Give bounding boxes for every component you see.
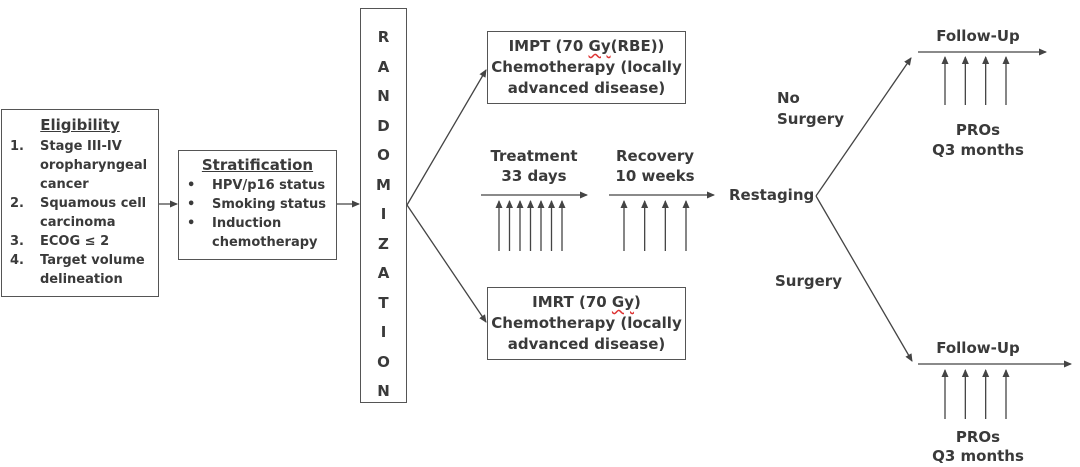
randomization-letter: T <box>378 293 389 312</box>
criterion-text: carcinoma <box>40 215 116 230</box>
factor-text: Induction <box>212 216 282 231</box>
criterion-number <box>10 270 40 289</box>
stratification-factor: chemotherapy <box>187 233 326 252</box>
randomization-letter: R <box>377 28 390 46</box>
criterion-text: Squamous cell <box>40 196 147 211</box>
imrt-chemo-line: Chemotherapy (locally <box>491 314 682 332</box>
recovery-ticks <box>620 200 690 251</box>
bullet-icon: • <box>187 216 196 231</box>
eligibility-criterion: cancer <box>10 175 147 194</box>
randomization-letter: Z <box>378 234 389 253</box>
randomization-letter: D <box>377 116 390 135</box>
factor-text: Smoking status <box>212 197 326 212</box>
no-surgery-label-line2: Surgery <box>777 110 844 128</box>
eligibility-criterion: 1. Stage III-IV <box>10 137 147 156</box>
impt-dose: IMPT (70 <box>508 37 589 55</box>
randomization-letter: A <box>377 264 390 282</box>
eligibility-criterion: 4. Target volume <box>10 251 147 270</box>
imrt-dose-unit: Gy <box>611 293 635 311</box>
eligibility-box: Eligibility 1. Stage III-IV oropharyngeal c… <box>1 109 159 297</box>
criterion-number: 3. <box>10 234 24 249</box>
surgery-label: Surgery <box>775 272 842 290</box>
stratification-factor: • HPV/p16 status <box>187 176 326 195</box>
criterion-text: oropharyngeal <box>40 158 148 173</box>
impt-dose-unit: Gy <box>588 37 611 55</box>
arrow-restaging-to-followup-bottom <box>815 195 913 362</box>
imrt-regimen: IMRT (70 Gy) <box>488 292 685 313</box>
impt-dose-suffix: (RBE)) <box>610 37 665 55</box>
impt-regimen: IMPT (70 Gy(RBE)) <box>488 36 685 57</box>
followup-top-ticks <box>941 56 1010 105</box>
stratification-title: Stratification <box>201 156 314 174</box>
imrt-dose: IMRT (70 <box>532 293 612 311</box>
followup-bottom-frequency: Q3 months <box>932 447 1024 465</box>
randomization-letter: O <box>377 146 390 164</box>
criterion-number <box>10 213 40 232</box>
followup-bottom-label: Follow-Up <box>936 339 1020 357</box>
followup-top-label: Follow-Up <box>936 27 1020 45</box>
no-surgery-label-line1: No <box>777 89 800 107</box>
stratification-factors-list: • HPV/p16 status • Smoking status • Induction… <box>187 176 326 252</box>
eligibility-title: Eligibility <box>40 116 120 134</box>
recovery-duration: 10 weeks <box>615 167 695 185</box>
no-surgery-label: No Surgery <box>777 88 844 130</box>
recovery-label: Recovery <box>615 147 695 165</box>
imrt-dose-suffix: ) <box>634 293 641 311</box>
criterion-number: 2. <box>10 196 24 211</box>
criterion-number: 1. <box>10 139 24 154</box>
factor-text: chemotherapy <box>212 235 318 250</box>
criterion-number <box>10 156 40 175</box>
bullet-icon: • <box>187 178 196 193</box>
stratification-box: Stratification • HPV/p16 status • Smoking s… <box>178 150 337 260</box>
treatment-ticks <box>495 200 566 251</box>
arrow-randomization-to-impt <box>406 69 487 206</box>
impt-arm-box: IMPT (70 Gy(RBE)) Chemotherapy (locally … <box>487 31 686 104</box>
criterion-number: 4. <box>10 253 24 268</box>
restaging-label: Restaging <box>729 186 815 204</box>
imrt-arm-box: IMRT (70 Gy) Chemotherapy (locally advan… <box>487 287 686 360</box>
followup-bottom-pros: PROs <box>955 428 1001 446</box>
randomization-letter: I <box>380 323 387 341</box>
bullet-icon: • <box>187 197 196 212</box>
arrow-restaging-to-followup-top <box>815 57 912 197</box>
impt-chemo-qualifier: advanced disease) <box>507 79 666 97</box>
randomization-letter: I <box>380 205 387 223</box>
arrow-randomization-to-imrt <box>406 204 487 323</box>
imrt-chemo-qualifier: advanced disease) <box>507 335 666 353</box>
followup-top-frequency: Q3 months <box>932 141 1024 159</box>
impt-arm-text: IMPT (70 Gy(RBE)) Chemotherapy (locally … <box>488 36 685 99</box>
criterion-text: delineation <box>40 272 123 287</box>
bullet-icon <box>187 233 212 252</box>
followup-bottom-ticks <box>941 369 1010 419</box>
imrt-arm-text: IMRT (70 Gy) Chemotherapy (locally advan… <box>488 292 685 355</box>
criterion-text: cancer <box>40 177 89 192</box>
criterion-number <box>10 175 40 194</box>
randomization-letter: N <box>377 382 390 400</box>
eligibility-criterion: oropharyngeal <box>10 156 147 175</box>
randomization-letter: N <box>377 87 390 105</box>
randomization-letter: A <box>377 57 390 76</box>
treatment-duration: 33 days <box>501 167 567 185</box>
eligibility-criterion: 3. ECOG ≤ 2 <box>10 232 147 251</box>
factor-text: HPV/p16 status <box>212 178 326 193</box>
randomization-letter: O <box>377 352 390 371</box>
stratification-factor: • Induction <box>187 214 326 233</box>
eligibility-criteria-list: 1. Stage III-IV oropharyngeal cancer 2. Squam… <box>10 137 147 289</box>
criterion-text: Target volume <box>40 253 145 268</box>
stratification-factor: • Smoking status <box>187 195 326 214</box>
criterion-text: ECOG ≤ 2 <box>40 234 110 249</box>
impt-chemo-line: Chemotherapy (locally <box>491 58 682 76</box>
randomization-letter: M <box>376 175 391 194</box>
eligibility-criterion: delineation <box>10 270 147 289</box>
eligibility-criterion: carcinoma <box>10 213 147 232</box>
followup-top-pros: PROs <box>955 121 1001 139</box>
eligibility-criterion: 2. Squamous cell <box>10 194 147 213</box>
criterion-text: Stage III-IV <box>40 139 122 154</box>
treatment-label: Treatment <box>490 147 578 165</box>
